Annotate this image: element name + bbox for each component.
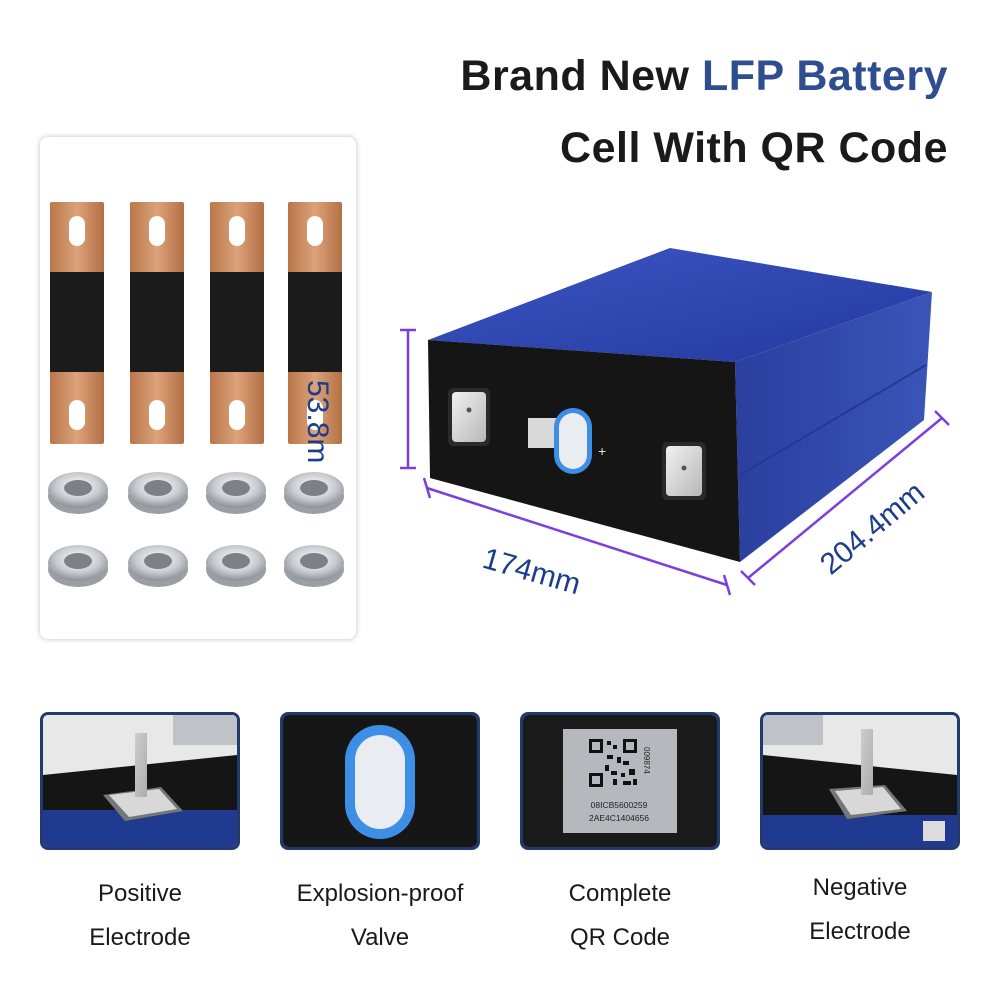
caption-line: Positive: [97, 880, 183, 907]
nut: [206, 545, 266, 587]
caption-line: Explosion-proof: [296, 880, 464, 907]
caption-line: Electrode: [809, 918, 911, 945]
qr-code-icon: [589, 739, 637, 787]
caption-line: Negative: [812, 874, 908, 901]
busbar: [288, 202, 342, 444]
qr-label-line-2: 2AE4C1404656: [588, 813, 650, 823]
busbar: [50, 202, 104, 444]
nut: [128, 545, 188, 587]
accessories-panel: [40, 137, 356, 639]
nut-group: [48, 472, 344, 587]
busbar-group: [50, 202, 342, 444]
nut: [48, 545, 108, 587]
nut: [284, 472, 344, 514]
width-dimension-line: [426, 486, 728, 587]
explosion-proof-valve-thumbnail: [280, 712, 480, 850]
busbar: [210, 202, 264, 444]
depth-dimension-line: [747, 417, 943, 579]
terminal-plus-mark: +: [598, 443, 606, 459]
title-accent: LFP Battery: [701, 52, 948, 100]
feature-caption-valve: Explosion-proof Valve: [260, 872, 500, 960]
caption-line: QR Code: [569, 924, 671, 951]
busbar: [130, 202, 184, 444]
battery-top-face: [428, 248, 932, 362]
caption-line: Complete: [568, 880, 672, 907]
qr-code-thumbnail: 009874 08ICB5600259 2AE4C1404656: [520, 712, 720, 850]
nut: [206, 472, 266, 514]
nut: [128, 472, 188, 514]
feature-caption-negative: Negative Electrode: [740, 866, 980, 954]
caption-line: Electrode: [89, 924, 191, 951]
qr-label-text: 08ICB5600259 2AE4C1404656: [569, 799, 669, 825]
battery-cell-illustration: +: [400, 248, 950, 596]
accessories-illustration: [48, 202, 344, 587]
caption-line: Valve: [350, 924, 410, 951]
negative-terminal: [662, 442, 706, 500]
nut: [284, 545, 344, 587]
page-title-line-2: Cell With QR Code: [560, 124, 948, 172]
title-prefix: Brand New: [460, 52, 702, 100]
negative-electrode-thumbnail: [760, 712, 960, 850]
feature-caption-qr: Complete QR Code: [500, 872, 740, 960]
nut: [48, 472, 108, 514]
feature-caption-positive: Positive Electrode: [20, 872, 260, 960]
height-dimension-label: 53.8m: [301, 380, 334, 464]
page-title-line-1: Brand New LFP Battery: [460, 52, 948, 101]
dimension-lines: [400, 328, 950, 596]
positive-terminal: [448, 388, 490, 446]
qr-label-line-1: 08ICB5600259: [590, 800, 648, 810]
explosion-proof-valve: [528, 408, 592, 474]
battery-side-face: [735, 292, 932, 562]
positive-electrode-thumbnail: [40, 712, 240, 850]
qr-side-serial: 009874: [642, 747, 651, 774]
